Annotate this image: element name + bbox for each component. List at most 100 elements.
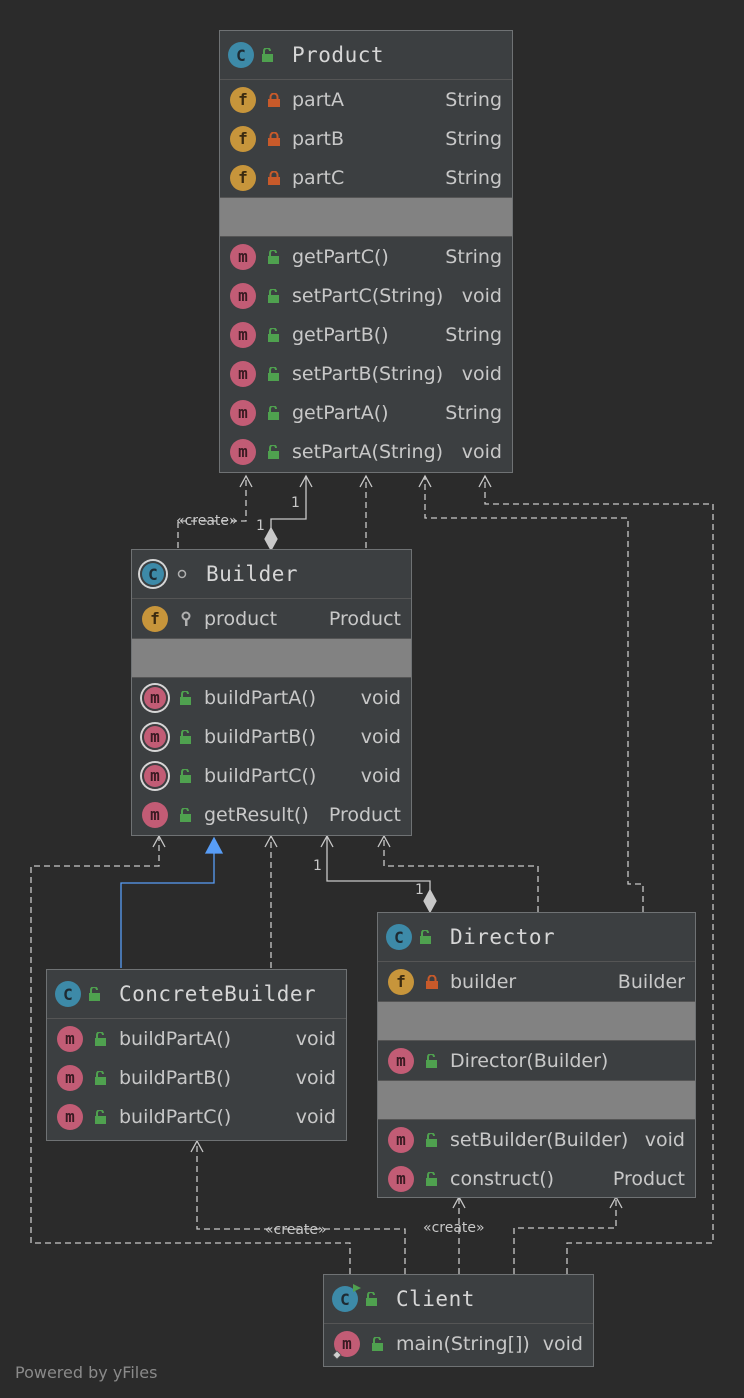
runnable-class-icon: C — [332, 1284, 361, 1312]
method-name: buildPartB() — [204, 725, 317, 748]
abstract-class-icon: C — [140, 561, 166, 587]
client-creates-concretebuilder-edge — [196, 1141, 406, 1274]
class-icon: C — [386, 924, 412, 950]
field-icon: f — [142, 605, 168, 632]
director-class[interactable]: C Director f builder Builder m Director(… — [377, 912, 696, 1198]
abstract-method-icon: m — [142, 723, 168, 750]
builder-creates-product-edge — [177, 476, 247, 548]
method-row[interactable]: m buildPartB() void — [132, 717, 411, 756]
method-icon: m — [57, 1103, 83, 1130]
method-row[interactable]: m setPartC(String) void — [220, 276, 512, 315]
method-row[interactable]: m buildPartC() void — [132, 756, 411, 795]
client-uses-product-edge — [484, 476, 714, 1274]
constructor-row[interactable]: m Director(Builder) — [378, 1041, 695, 1080]
method-icon: m — [230, 399, 256, 426]
method-row[interactable]: m getPartB() String — [220, 315, 512, 354]
method-row[interactable]: m getPartC() String — [220, 237, 512, 276]
method-row[interactable]: m buildPartB() void — [47, 1058, 346, 1097]
method-name: getPartC() — [292, 245, 389, 268]
field-type: String — [445, 166, 502, 189]
method-name: getPartA() — [292, 401, 389, 424]
abstract-method-icon: m — [142, 684, 168, 711]
method-row[interactable]: m getResult() Product — [132, 795, 411, 834]
public-lock-icon — [178, 768, 194, 784]
class-name: Builder — [206, 562, 299, 586]
public-lock-icon — [266, 327, 282, 343]
field-icon: f — [230, 86, 256, 113]
field-row[interactable]: f product Product — [132, 599, 411, 638]
section-divider — [220, 197, 512, 237]
method-row[interactable]: m setPartB(String) void — [220, 354, 512, 393]
method-row[interactable]: m buildPartA() void — [47, 1019, 346, 1058]
public-lock-icon — [370, 1336, 386, 1352]
method-type: void — [295, 1105, 336, 1128]
field-row[interactable]: f partB String — [220, 119, 512, 158]
field-row[interactable]: f builder Builder — [378, 962, 695, 1001]
method-row[interactable]: m setPartA(String) void — [220, 432, 512, 471]
field-type: Product — [328, 607, 401, 630]
builder-class[interactable]: C Builder f product Product m buildPartA… — [131, 549, 412, 836]
class-icon: C — [228, 42, 254, 68]
class-icon: C — [55, 981, 81, 1007]
field-name: builder — [450, 970, 517, 993]
public-lock-icon — [178, 807, 194, 823]
method-icon: m — [388, 1047, 414, 1074]
public-lock-icon — [418, 929, 434, 945]
class-header: C Client — [324, 1275, 593, 1324]
method-type: void — [542, 1332, 583, 1355]
field-row[interactable]: f partA String — [220, 80, 512, 119]
method-row[interactable]: m buildPartA() void — [132, 678, 411, 717]
method-name: getPartB() — [292, 323, 389, 346]
method-name: setPartA(String) — [292, 440, 444, 463]
client-class[interactable]: C Client m main(String[]) void — [323, 1274, 594, 1367]
method-icon: m — [388, 1165, 414, 1192]
method-name: setBuilder(Builder) — [450, 1128, 629, 1151]
method-row[interactable]: m getPartA() String — [220, 393, 512, 432]
field-icon: f — [230, 125, 256, 152]
method-type: void — [295, 1027, 336, 1050]
concretebuilder-class[interactable]: C ConcreteBuilder m buildPartA() void m … — [46, 969, 347, 1141]
public-lock-icon — [87, 986, 103, 1002]
product-class[interactable]: C Product f partA String f partB String … — [219, 30, 513, 473]
method-icon: m — [230, 321, 256, 348]
method-name: buildPartC() — [119, 1105, 232, 1128]
method-row[interactable]: m construct() Product — [378, 1159, 695, 1198]
class-header: C Director — [378, 913, 695, 962]
method-type: void — [461, 284, 502, 307]
client-uses-director-edge — [513, 1197, 617, 1274]
public-lock-icon — [424, 1171, 440, 1187]
method-icon: m — [142, 801, 168, 828]
method-row[interactable]: m buildPartC() void — [47, 1097, 346, 1136]
method-name: construct() — [450, 1167, 555, 1190]
field-type: Builder — [617, 970, 685, 993]
method-type: void — [461, 440, 502, 463]
method-type: void — [360, 764, 401, 787]
field-row[interactable]: f partC String — [220, 158, 512, 197]
powered-by-footer: Powered by yFiles — [15, 1363, 158, 1382]
private-lock-icon — [266, 92, 282, 108]
method-row[interactable]: m main(String[]) void — [324, 1324, 593, 1363]
method-row[interactable]: m setBuilder(Builder) void — [378, 1120, 695, 1159]
method-type: void — [295, 1066, 336, 1089]
public-lock-icon — [260, 47, 276, 63]
public-lock-icon — [424, 1132, 440, 1148]
public-lock-icon — [364, 1291, 380, 1307]
method-name: Director(Builder) — [450, 1049, 609, 1072]
multiplicity-label: 1 — [291, 495, 300, 511]
class-name: Client — [396, 1287, 475, 1311]
package-dot-icon — [174, 566, 190, 582]
private-lock-icon — [424, 974, 440, 990]
method-name: buildPartB() — [119, 1066, 232, 1089]
concretebuilder-extends-builder-edge — [120, 852, 215, 968]
method-type: void — [461, 362, 502, 385]
class-name: ConcreteBuilder — [119, 982, 317, 1006]
method-type: Product — [328, 803, 401, 826]
field-name: partC — [292, 166, 345, 189]
public-lock-icon — [178, 690, 194, 706]
class-name: Director — [450, 925, 556, 949]
method-name: setPartB(String) — [292, 362, 444, 385]
static-method-icon: m — [332, 1330, 360, 1360]
method-type: String — [445, 323, 502, 346]
class-header: C Builder — [132, 550, 411, 599]
